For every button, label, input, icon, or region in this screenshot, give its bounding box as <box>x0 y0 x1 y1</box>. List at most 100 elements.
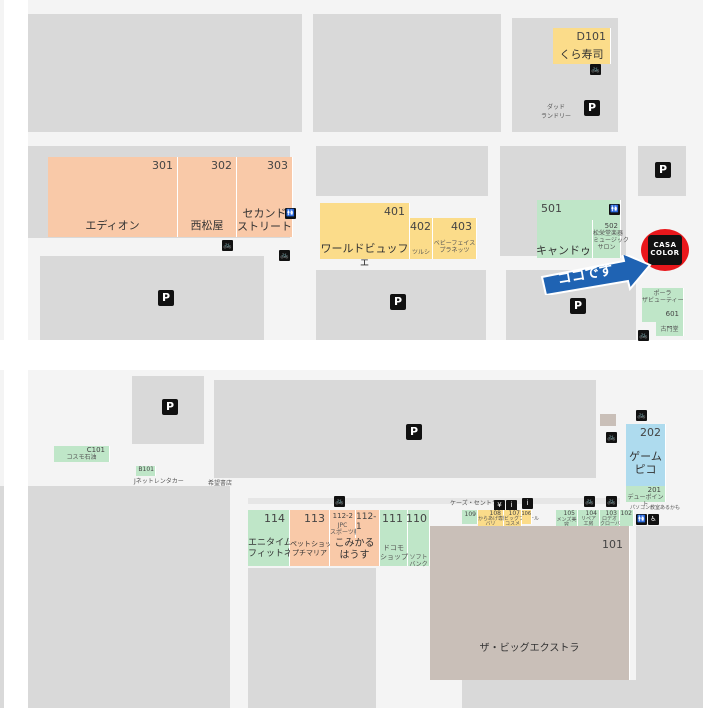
parking-lot-s <box>214 380 596 478</box>
shop-107[interactable]: 107 ビッグフォール コスメ <box>504 510 539 528</box>
pickup-label: ケーズ・セントラル <box>450 500 504 507</box>
shop-number: 303 <box>267 159 288 172</box>
shop-number: 402 <box>410 220 431 233</box>
parking-icon: P <box>584 100 600 116</box>
shop-number: 601 <box>665 310 679 318</box>
shop-name: からあげ専門 バリ <box>478 516 509 527</box>
shop-number: 113 <box>304 512 325 525</box>
shop-name: 西松屋 <box>190 219 224 232</box>
shop-name: エニタイム フィットネス <box>248 538 302 559</box>
wheelchair-icon: ♿ <box>648 514 659 525</box>
shop-105[interactable]: 105 メンズ美容 <box>556 510 578 528</box>
shop-number: 101 <box>602 538 623 551</box>
walkway <box>248 498 620 504</box>
shop-number: 108 <box>489 510 501 517</box>
shop-name: ザ・ビッグエクストラ <box>479 643 580 654</box>
shop-401[interactable]: 401 ワールドビュッフェ <box>320 203 410 268</box>
shop-102[interactable]: 102 <box>620 510 634 526</box>
shop-number: 502 <box>604 222 618 230</box>
shop-number: 105 <box>563 510 575 517</box>
shop-number: 110 <box>406 512 427 525</box>
shop-number: 401 <box>384 205 405 218</box>
shop-302[interactable]: 302 西松屋 <box>178 157 237 237</box>
shop-number: 301 <box>152 159 173 172</box>
shop-101[interactable]: 101 ザ・ビッグエクストラ <box>430 526 630 680</box>
toilet-icon: 🚻 <box>636 514 647 525</box>
here-arrow-icon <box>540 255 652 295</box>
shop-114[interactable]: 114 エニタイム フィットネス <box>248 510 302 566</box>
shop-name: 松栄堂楽器 ミュージック サロン <box>593 230 629 251</box>
info-icon: i <box>522 498 533 509</box>
shop-d101[interactable]: D101 くら寿司 <box>553 28 611 64</box>
shop-number: 112-2 <box>332 512 353 520</box>
bicycle-icon: 🚲 <box>606 496 617 507</box>
building-block-nw <box>20 14 302 132</box>
shop-104[interactable]: 104 リペア 工房 <box>578 510 600 527</box>
shop-112-2[interactable]: 112-2 JPC スポーツ教室 <box>330 510 366 538</box>
shop-number: 112-1 <box>356 512 377 532</box>
shop-name: デューポイント <box>627 494 664 508</box>
shop-name: くら寿司 <box>559 48 604 61</box>
shop-112-1-lower[interactable]: こみかる はうす <box>330 538 380 566</box>
shop-403[interactable]: 403 ベビーフェイス プラネッツ <box>433 218 477 259</box>
shop-113[interactable]: 113 ペットショップ プチマリア <box>290 510 339 566</box>
shop-106[interactable]: 106 <box>521 510 532 524</box>
shop-108[interactable]: 108 からあげ専門 バリ <box>478 510 509 528</box>
shop-number: 102 <box>620 510 632 517</box>
shop-c101[interactable]: C101 コスモ石油 <box>54 446 110 462</box>
shop-name: ゲーム ピコ <box>629 450 662 476</box>
shop-202[interactable]: 202 ゲーム ピコ <box>626 424 666 486</box>
shop-name: 古門堂 <box>660 326 679 333</box>
building-block-sw <box>0 486 230 708</box>
shop-pola[interactable]: ポーラ ザビューティー 601 <box>642 288 684 322</box>
shop-111[interactable]: 111 ドコモ ショップ <box>380 510 408 566</box>
logo-line-1: CASA <box>653 241 677 249</box>
shop-number: 103 <box>605 510 617 517</box>
shop-402[interactable]: 402 ツルシ <box>410 218 433 259</box>
shop-name: リペア 工房 <box>580 516 596 527</box>
bicycle-icon: 🚲 <box>636 410 647 421</box>
shop-komon[interactable]: 古門堂 <box>656 322 684 336</box>
main-road <box>0 340 703 370</box>
shop-number: 106 <box>521 511 531 517</box>
shop-name: ツルシ <box>411 249 430 256</box>
shop-name: ベビーフェイス プラネッツ <box>433 240 476 254</box>
shop-number: 201 <box>647 486 661 494</box>
shop-name: ペットショップ プチマリア <box>290 540 339 557</box>
shop-103[interactable]: 103 ロデオ クローバー <box>600 510 625 527</box>
logo-line-2: COLOR <box>650 249 680 257</box>
rental-car-label: Jネットレンタカー <box>134 478 184 485</box>
shop-number: 302 <box>211 159 232 172</box>
bicycle-icon: 🚲 <box>606 432 617 443</box>
shop-110[interactable]: 110 ソフトバンク <box>406 510 430 568</box>
shop-109[interactable]: 109 <box>462 510 478 524</box>
laundry-label: ダッド ランドリー <box>541 104 572 120</box>
shop-number: 202 <box>640 426 661 439</box>
shop-502[interactable]: 502 松栄堂楽器 ミュージック サロン <box>592 220 629 258</box>
bicycle-icon: 🚲 <box>334 496 345 507</box>
building-block-se <box>636 526 703 708</box>
shop-name: セカンド ストリート <box>237 207 292 233</box>
building-block-n <box>313 14 501 132</box>
building-block-bottom <box>462 680 638 708</box>
shop-name: ソフトバンク <box>409 554 428 568</box>
shop-number: B101 <box>138 466 154 473</box>
shop-112-1[interactable]: 112-1 <box>356 510 380 538</box>
bicycle-icon: 🚲 <box>279 250 290 261</box>
shop-303[interactable]: 303 セカンド ストリート <box>237 157 293 237</box>
parking-icon: P <box>406 424 422 440</box>
shop-number: D101 <box>576 30 606 43</box>
shop-201[interactable]: 201 デューポイント <box>626 486 666 508</box>
shop-name: ワールドビュッフェ <box>320 242 409 268</box>
shop-name: ポーラ ザビューティー <box>642 290 684 304</box>
shop-301[interactable]: 301 エディオン <box>48 157 178 237</box>
aed-label: パソコン教室あるかも <box>630 505 681 511</box>
parking-icon: P <box>655 162 671 178</box>
parking-icon: P <box>162 399 178 415</box>
shop-name: エディオン <box>85 219 140 232</box>
shop-b101[interactable]: B101 <box>136 466 156 476</box>
shop-number: 107 <box>508 510 520 517</box>
shop-number: 114 <box>264 512 285 525</box>
small-building <box>600 414 616 426</box>
